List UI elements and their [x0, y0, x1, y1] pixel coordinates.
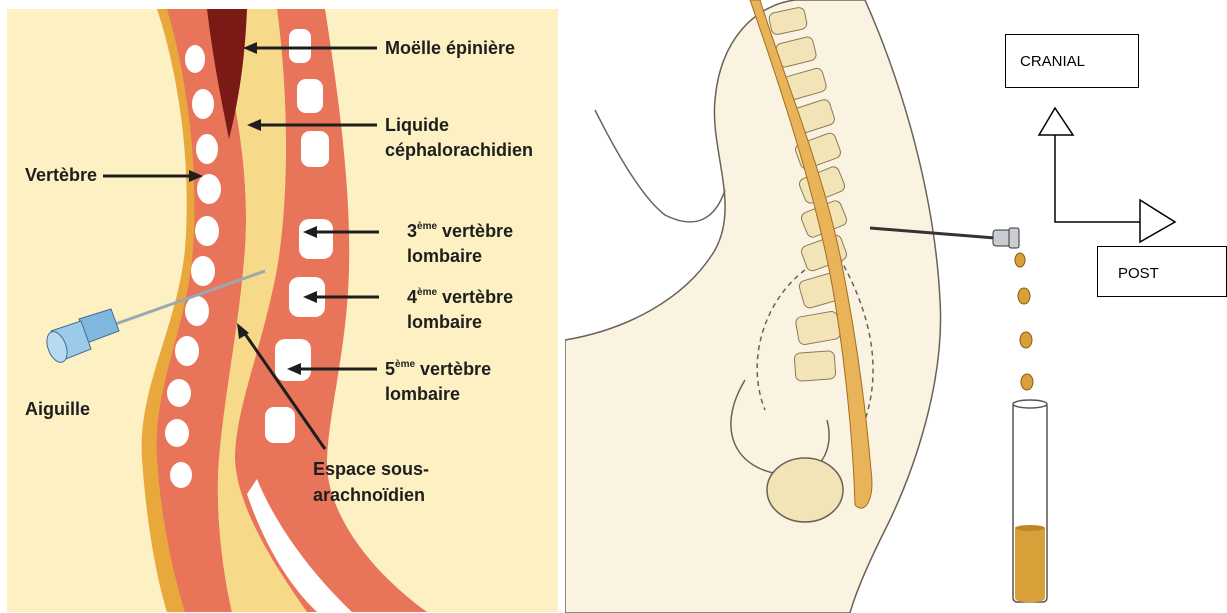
collection-tube [1013, 400, 1047, 603]
post-label-box: POST [1097, 246, 1227, 297]
label-v3-line2: lombaire [407, 246, 482, 266]
lumbar-puncture-svg: Moëlle épinière Liquide céphalorachidien… [7, 9, 558, 612]
patient-side-view-diagram: CRANIAL POST [565, 0, 1227, 613]
label-espace-2: arachnoïdien [313, 485, 425, 505]
label-v4-line2: lombaire [407, 312, 482, 332]
post-label: POST [1118, 265, 1159, 282]
label-liquide-1: Liquide [385, 115, 449, 135]
label-vertebre: Vertèbre [25, 165, 97, 185]
label-v5-line2: lombaire [385, 384, 460, 404]
cranial-label-box: CRANIAL [1005, 34, 1139, 88]
patient-side-view-svg [565, 0, 1227, 613]
label-aiguille: Aiguille [25, 399, 90, 419]
lumbar-puncture-diagram: Moëlle épinière Liquide céphalorachidien… [7, 9, 558, 612]
needle-hub-icon [993, 228, 1019, 248]
femoral-head [767, 458, 843, 522]
label-moelle: Moëlle épinière [385, 38, 515, 58]
label-espace-1: Espace sous- [313, 459, 429, 479]
cranial-label: CRANIAL [1020, 53, 1085, 70]
label-liquide-2: céphalorachidien [385, 140, 533, 160]
